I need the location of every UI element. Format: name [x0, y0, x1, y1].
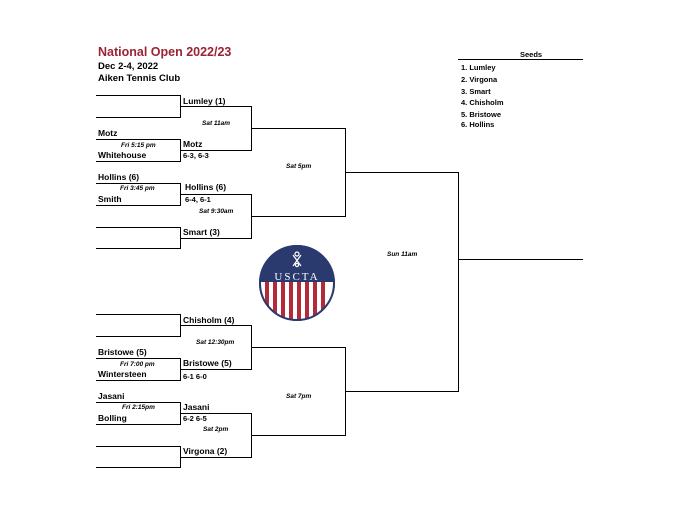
entry-line: [180, 150, 251, 151]
entry-line: [180, 325, 251, 326]
tournament-title: National Open 2022/23: [98, 45, 232, 59]
entry-line: [345, 391, 458, 392]
player-name: Smart (3): [183, 227, 220, 237]
entry-line: [180, 238, 251, 239]
match-time: Sat 11am: [202, 120, 231, 127]
match-time: Fri 2:15pm: [122, 404, 155, 411]
seed-3: 3. Smart: [461, 87, 491, 96]
match-time: Fri 7:00 pm: [120, 361, 155, 368]
bracket-connector: [458, 172, 459, 392]
match-score: 6-4, 6-1: [185, 195, 211, 204]
match-time: Sat 5pm: [286, 163, 312, 170]
player-name: Wintersteen: [98, 369, 147, 379]
match-score: 6-3, 6-3: [183, 151, 209, 160]
seed-5: 5. Bristowe: [461, 110, 502, 119]
tournament-dates: Dec 2-4, 2022: [98, 61, 159, 72]
entry-line: [251, 216, 345, 217]
croquet-mallets-icon: [292, 251, 302, 268]
entry-line: [96, 139, 180, 140]
match-time: Fri 5:15 pm: [121, 142, 156, 149]
tournament-venue: Aiken Tennis Club: [98, 73, 181, 84]
match-time: Sat 2pm: [203, 426, 229, 433]
seeds-heading: Seeds: [520, 50, 543, 59]
entry-line: [180, 194, 251, 195]
champion-line: [458, 259, 583, 260]
entry-line: [180, 413, 251, 414]
entry-line: [96, 205, 180, 206]
player-name: Chisholm (4): [183, 315, 235, 325]
uscta-logo: USCTA: [259, 245, 335, 321]
player-name: Bristowe (5): [98, 347, 147, 357]
player-name: Bristowe (5): [183, 358, 232, 368]
match-time: Sat 9:30am: [199, 208, 234, 215]
entry-line: [251, 128, 345, 129]
logo-text: USCTA: [274, 271, 319, 283]
entry-line: [96, 183, 180, 184]
entry-line: [180, 369, 251, 370]
entry-line: [251, 347, 345, 348]
entry-line: [180, 106, 251, 107]
player-name: Motz: [98, 128, 118, 138]
entry-line: [96, 358, 180, 359]
bye-line: [96, 467, 180, 468]
match-score: 6-1 6-0: [183, 372, 207, 381]
match-time: Sun 11am: [387, 251, 418, 258]
seed-2: 2. Virgona: [461, 75, 498, 84]
bye-line: [96, 446, 180, 447]
player-name: Hollins (6): [185, 182, 227, 192]
entry-line: [96, 380, 180, 381]
bye-line: [96, 314, 180, 315]
entry-line: [96, 424, 180, 425]
bye-line: [96, 336, 180, 337]
bye-line: [96, 95, 180, 96]
player-name: Whitehouse: [98, 150, 147, 160]
bye-line: [96, 117, 180, 118]
match-time: Sat 12:30pm: [196, 339, 235, 346]
match-score: 6-2 6-5: [183, 414, 207, 423]
bye-line: [96, 227, 180, 228]
match-time: Fri 3:45 pm: [120, 185, 155, 192]
match-time: Sat 7pm: [286, 393, 312, 400]
seed-4: 4. Chisholm: [461, 98, 504, 107]
player-name: Jasani: [98, 391, 125, 401]
player-name: Motz: [183, 139, 203, 149]
seeds-divider: [458, 59, 583, 60]
player-name: Hollins (6): [98, 172, 140, 182]
seed-1: 1. Lumley: [461, 63, 496, 72]
entry-line: [180, 457, 251, 458]
entry-line: [96, 161, 180, 162]
player-name: Jasani: [183, 402, 210, 412]
player-name: Virgona (2): [183, 446, 228, 456]
player-name: Smith: [98, 194, 122, 204]
bye-line: [96, 248, 180, 249]
entry-line: [96, 402, 180, 403]
entry-line: [251, 435, 345, 436]
entry-line: [345, 172, 458, 173]
player-name: Bolling: [98, 413, 127, 423]
seed-6: 6. Hollins: [461, 120, 495, 129]
player-name: Lumley (1): [183, 96, 226, 106]
